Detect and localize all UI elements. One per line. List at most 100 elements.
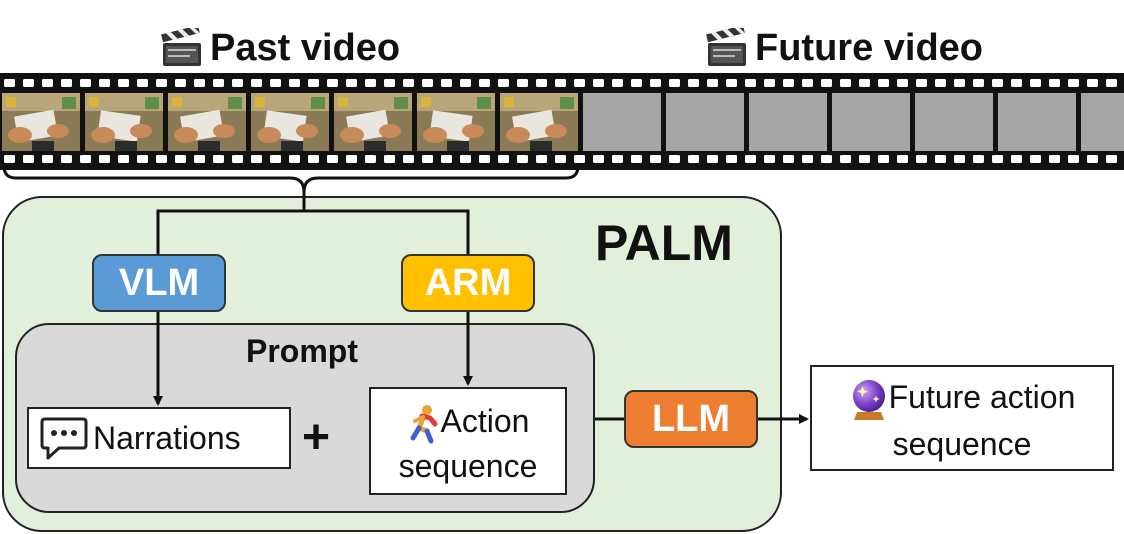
arm-box: ARM xyxy=(401,254,535,312)
narrations-box: Narrations xyxy=(27,407,291,469)
sprocket-hole xyxy=(460,155,471,163)
past-frame xyxy=(168,93,246,151)
sprocket-hole xyxy=(1087,155,1098,163)
sprocket-hole xyxy=(479,79,490,87)
sprocket-hole xyxy=(707,79,718,87)
action-line-1: Action xyxy=(371,399,565,444)
sprocket-hole xyxy=(992,79,1003,87)
sprocket-hole xyxy=(726,79,737,87)
sprocket-hole xyxy=(289,155,300,163)
sprocket-hole xyxy=(403,79,414,87)
sprocket-hole xyxy=(194,155,205,163)
sprocket-hole xyxy=(175,155,186,163)
future-frame xyxy=(583,93,661,151)
sprocket-hole xyxy=(973,155,984,163)
sprocket-hole xyxy=(612,155,623,163)
sprocket-hole xyxy=(4,155,15,163)
sprocket-hole xyxy=(802,79,813,87)
sprocket-hole xyxy=(745,155,756,163)
sprocket-hole xyxy=(80,79,91,87)
sprocket-hole xyxy=(783,155,794,163)
sprocket-hole xyxy=(4,79,15,87)
sprocket-hole xyxy=(935,79,946,87)
sprocket-hole xyxy=(1011,79,1022,87)
crystal-ball-icon xyxy=(852,379,885,420)
sprocket-hole xyxy=(536,155,547,163)
sprocket-hole xyxy=(270,79,281,87)
sprocket-hole xyxy=(574,79,585,87)
future-label-line2: sequence xyxy=(892,425,1032,462)
sprocket-hole xyxy=(669,155,680,163)
sprocket-hole xyxy=(384,79,395,87)
speech-bubble-icon xyxy=(40,417,88,460)
sprocket-hole xyxy=(460,79,471,87)
future-video-title: Future video xyxy=(705,20,983,76)
sprocket-hole xyxy=(232,155,243,163)
sprocket-hole xyxy=(878,155,889,163)
sprocket-hole xyxy=(23,155,34,163)
future-frame xyxy=(832,93,910,151)
running-person-icon xyxy=(410,404,438,444)
future-line-1: Future action xyxy=(812,375,1112,422)
narrations-label: Narrations xyxy=(93,419,241,456)
sprocket-hole xyxy=(574,155,585,163)
sprocket-hole xyxy=(194,79,205,87)
sprocket-hole xyxy=(878,79,889,87)
plus-sign: + xyxy=(302,411,331,464)
future-frame xyxy=(1081,93,1124,151)
past-frame xyxy=(500,93,578,151)
sprocket-hole xyxy=(764,155,775,163)
sprocket-hole xyxy=(688,79,699,87)
sprocket-hole xyxy=(745,79,756,87)
film-sprocket-holes-top xyxy=(4,79,1117,87)
sprocket-hole xyxy=(1087,79,1098,87)
sprocket-hole xyxy=(365,155,376,163)
film-strip xyxy=(0,73,1124,170)
clapperboard-icon xyxy=(706,28,746,66)
future-action-box: Future action sequence xyxy=(810,365,1114,471)
sprocket-hole xyxy=(346,79,357,87)
sprocket-hole xyxy=(992,155,1003,163)
sprocket-hole xyxy=(555,79,566,87)
sprocket-hole xyxy=(308,155,319,163)
sprocket-hole xyxy=(80,155,91,163)
sprocket-hole xyxy=(916,155,927,163)
sprocket-hole xyxy=(517,155,528,163)
sprocket-hole xyxy=(156,79,167,87)
sprocket-hole xyxy=(422,79,433,87)
future-frame xyxy=(998,93,1076,151)
sprocket-hole xyxy=(935,155,946,163)
sprocket-hole xyxy=(802,155,813,163)
past-frame xyxy=(334,93,412,151)
past-frame xyxy=(85,93,163,151)
sprocket-hole xyxy=(517,79,528,87)
sprocket-hole xyxy=(308,79,319,87)
sprocket-hole xyxy=(631,79,642,87)
sprocket-hole xyxy=(137,155,148,163)
sprocket-hole xyxy=(612,79,623,87)
sprocket-hole xyxy=(213,155,224,163)
sprocket-hole xyxy=(118,79,129,87)
film-sprocket-holes-bottom xyxy=(4,155,1117,163)
sprocket-hole xyxy=(137,79,148,87)
sprocket-hole xyxy=(251,79,262,87)
sprocket-hole xyxy=(327,79,338,87)
sprocket-hole xyxy=(593,155,604,163)
palm-title: PALM xyxy=(595,215,733,271)
llm-box: LLM xyxy=(624,390,758,448)
sprocket-hole xyxy=(327,155,338,163)
sprocket-hole xyxy=(213,79,224,87)
prompt-title: Prompt xyxy=(246,333,358,369)
action-label-line2: sequence xyxy=(398,447,538,484)
sprocket-hole xyxy=(479,155,490,163)
sprocket-hole xyxy=(498,79,509,87)
sprocket-hole xyxy=(99,79,110,87)
sprocket-hole xyxy=(650,155,661,163)
sprocket-hole xyxy=(365,79,376,87)
sprocket-hole xyxy=(42,79,53,87)
sprocket-hole xyxy=(1030,155,1041,163)
future-frame xyxy=(915,93,993,151)
past-video-label: Past video xyxy=(210,26,401,69)
sprocket-hole xyxy=(156,155,167,163)
sprocket-hole xyxy=(821,155,832,163)
